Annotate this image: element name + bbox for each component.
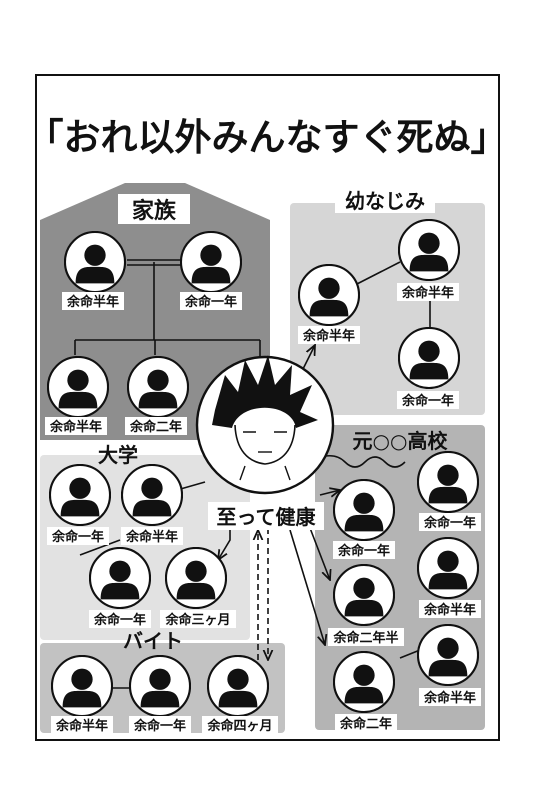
person-silhouette-icon <box>333 564 395 626</box>
person-high_school-9: 余命半年 <box>417 537 481 618</box>
life-label-bg <box>419 600 481 618</box>
life-expectancy-label: 余命一年 <box>423 515 476 531</box>
person-part_time-18: 余命一年 <box>129 655 191 734</box>
life-expectancy-label: 余命半年 <box>423 602 476 618</box>
life-label-bg <box>419 513 481 531</box>
life-expectancy-label: 余命半年 <box>55 718 108 734</box>
life-label-bg <box>180 292 242 310</box>
person-silhouette-icon <box>417 451 479 513</box>
person-silhouette-icon <box>417 537 479 599</box>
title: 「おれ以外みんなすぐ死ぬ」 <box>27 116 508 159</box>
person-silhouette-icon <box>207 655 269 717</box>
person-silhouette-icon <box>51 655 113 717</box>
life-label-bg <box>397 391 459 409</box>
person-family-1: 余命一年 <box>180 231 242 310</box>
person-silhouette-icon <box>89 547 151 609</box>
person-silhouette-icon <box>398 327 460 389</box>
person-silhouette-icon <box>417 624 479 686</box>
person-high_school-8: 余命一年 <box>333 479 395 559</box>
life-expectancy-label: 余命半年 <box>423 690 476 706</box>
person-childhood-4: 余命半年 <box>298 264 360 344</box>
person-family-0: 余命半年 <box>62 231 126 310</box>
life-label-bg <box>328 628 404 646</box>
person-silhouette-icon <box>47 356 109 418</box>
person-university-13: 余命一年 <box>47 464 111 545</box>
person-high_school-10: 余命二年半 <box>328 564 404 646</box>
family-group-label: 家族 <box>132 198 177 224</box>
connector-lines <box>74 259 431 689</box>
life-label-bg <box>298 326 360 344</box>
life-expectancy-label: 余命一年 <box>337 543 390 559</box>
person-family-3: 余命二年 <box>125 356 189 435</box>
life-expectancy-label: 余命一年 <box>93 612 146 628</box>
life-expectancy-label: 余命半年 <box>401 285 454 301</box>
life-expectancy-label: 余命一年 <box>401 393 454 409</box>
life-expectancy-label: 余命半年 <box>49 419 102 435</box>
person-silhouette-icon <box>129 655 191 717</box>
life-expectancy-label: 余命一年 <box>51 529 104 545</box>
part-time-group-label: バイト <box>123 629 183 653</box>
person-high_school-12: 余命二年 <box>333 651 397 732</box>
life-expectancy-label: 余命二年 <box>339 716 392 732</box>
person-university-15: 余命一年 <box>89 547 151 628</box>
life-label-bg <box>89 610 151 628</box>
person-high_school-11: 余命半年 <box>417 624 481 706</box>
life-label-bg <box>121 527 183 545</box>
person-silhouette-icon <box>398 219 460 281</box>
life-expectancy-label: 余命半年 <box>125 529 178 545</box>
life-label-bg <box>51 716 113 734</box>
person-silhouette-icon <box>180 231 242 293</box>
life-label-bg <box>47 527 109 545</box>
high-school-group-label: 元○○高校 <box>353 429 449 453</box>
university-group-label: 大学 <box>98 443 138 467</box>
person-family-2: 余命半年 <box>45 356 109 435</box>
person-high_school-7: 余命一年 <box>417 451 481 531</box>
person-silhouette-icon <box>121 464 183 526</box>
life-expectancy-label: 余命二年半 <box>332 630 398 646</box>
life-label-bg <box>160 610 236 628</box>
person-childhood-6: 余命一年 <box>397 327 460 409</box>
life-label-bg <box>129 716 191 734</box>
life-label-bg <box>335 714 397 732</box>
people-layer: 余命半年余命一年余命半年余命二年余命半年余命半年余命一年余命一年余命一年余命半年… <box>45 219 481 734</box>
life-label-bg <box>125 417 187 435</box>
life-expectancy-label: 余命四ヶ月 <box>206 718 272 734</box>
life-expectancy-label: 余命二年 <box>129 419 182 435</box>
life-expectancy-label: 余命半年 <box>302 328 355 344</box>
person-silhouette-icon <box>333 651 395 713</box>
life-label-bg <box>397 283 459 301</box>
life-expectancy-label: 余命半年 <box>66 294 119 310</box>
person-silhouette-icon <box>127 356 189 418</box>
person-university-16: 余命三ヶ月 <box>160 547 236 628</box>
person-childhood-5: 余命半年 <box>397 219 460 301</box>
life-label-bg <box>419 688 481 706</box>
life-label-bg <box>62 292 124 310</box>
life-label-bg <box>202 716 278 734</box>
person-university-14: 余命半年 <box>121 464 183 545</box>
person-part_time-17: 余命半年 <box>51 655 113 734</box>
life-label-bg <box>333 541 395 559</box>
life-expectancy-label: 余命三ヶ月 <box>164 612 230 628</box>
person-part_time-19: 余命四ヶ月 <box>202 655 278 734</box>
center-status: 至って健康 <box>217 505 317 529</box>
childhood-group-label: 幼なじみ <box>345 189 425 213</box>
life-label-bg <box>45 417 107 435</box>
life-expectancy-label: 余命一年 <box>184 294 237 310</box>
person-silhouette-icon <box>165 547 227 609</box>
person-silhouette-icon <box>298 264 360 326</box>
life-expectancy-label: 余命一年 <box>133 718 186 734</box>
person-silhouette-icon <box>64 231 126 293</box>
person-silhouette-icon <box>49 464 111 526</box>
person-silhouette-icon <box>333 479 395 541</box>
center-character <box>195 355 335 495</box>
